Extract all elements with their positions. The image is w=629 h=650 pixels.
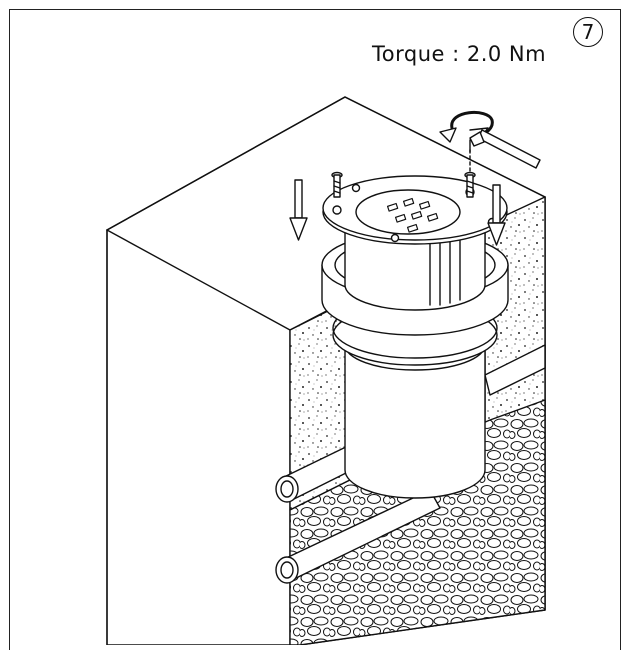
drain-housing [321,209,509,499]
screw-right [464,149,476,198]
torque-spec-label: Torque : 2.0 Nm [372,42,547,66]
screw-left [331,171,343,198]
screwdriver-icon [469,129,541,169]
grate-slots [386,197,439,233]
drain-pipes [275,344,546,584]
arrow-down-icon [487,184,506,246]
arrow-down-icon [289,179,308,241]
step-frame [9,9,621,650]
step-number-badge: 7 [573,17,603,47]
flange-cover [322,175,508,245]
